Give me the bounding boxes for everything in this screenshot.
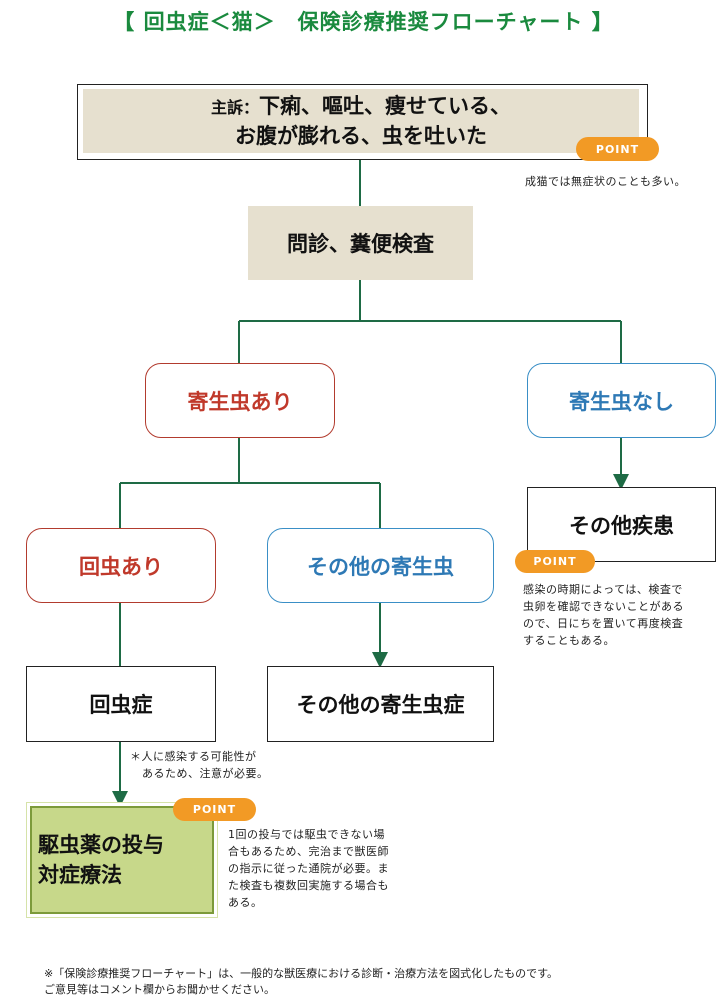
note-human-line-1: ＊人に感染する可能性が xyxy=(130,750,257,763)
exam-box: 問診、糞便検査 xyxy=(248,206,473,280)
treatment-box: 駆虫薬の投与 対症療法 xyxy=(27,803,217,917)
point-badge-complaint: POINT xyxy=(576,137,659,161)
note-treatment-line-5: ある。 xyxy=(228,896,263,909)
treatment-line-1: 駆虫薬の投与 xyxy=(38,833,164,857)
footer-line-2: ご意見等はコメント欄からお聞かせください。 xyxy=(44,983,275,996)
point-badge-treatment: POINT xyxy=(173,798,256,821)
other-parasite-disease-box: その他の寄生虫症 xyxy=(267,666,494,742)
note-other-disease-line-3: ので、日にちを置いて再度検査 xyxy=(523,617,684,630)
note-treatment-line-2: 合もあるため、完治まで獣医師 xyxy=(228,845,389,858)
note-human-infection: ＊人に感染する可能性が あるため、注意が必要。 xyxy=(130,748,330,782)
roundworm-yes-box: 回虫あり xyxy=(26,528,216,603)
note-treatment-line-3: の指示に従った通院が必要。ま xyxy=(228,862,389,875)
note-treatment-line-1: 1回の投与では駆虫できない場 xyxy=(228,828,385,841)
page-title: 【 回虫症＜猫＞ 保険診療推奨フローチャート 】 xyxy=(113,10,614,34)
note-complaint: 成猫では無症状のことも多い。 xyxy=(525,175,686,188)
note-other-disease-line-2: 虫卵を確認できないことがある xyxy=(523,600,684,613)
note-other-disease-line-1: 感染の時期によっては、検査で xyxy=(523,583,683,596)
treatment-line-2: 対症療法 xyxy=(38,863,122,887)
complaint-label: 主訴： xyxy=(210,98,259,117)
footer-line-1: ※「保険診療推奨フローチャート」は、一般的な獣医療における診断・治療方法を図式化… xyxy=(44,967,559,980)
complaint-line-1: 下痢、嘔吐、痩せている、 xyxy=(259,94,511,118)
other-parasite-box: その他の寄生虫 xyxy=(267,528,494,603)
note-other-disease: 感染の時期によっては、検査で 虫卵を確認できないことがある ので、日にちを置いて… xyxy=(523,581,723,649)
roundworm-disease-box: 回虫症 xyxy=(26,666,216,742)
complaint-line-2: お腹が膨れる、虫を吐いた xyxy=(235,124,487,148)
note-other-disease-line-4: することもある。 xyxy=(523,634,615,647)
point-badge-other-disease: POINT xyxy=(515,550,595,573)
parasite-no-box: 寄生虫なし xyxy=(527,363,716,438)
footer-note: ※「保険診療推奨フローチャート」は、一般的な獣医療における診断・治療方法を図式化… xyxy=(44,966,714,998)
note-human-line-2: あるため、注意が必要。 xyxy=(142,767,269,780)
parasite-yes-box: 寄生虫あり xyxy=(145,363,335,438)
note-treatment-line-4: た検査も複数回実施する場合も xyxy=(228,879,389,892)
note-treatment: 1回の投与では駆虫できない場 合もあるため、完治まで獣医師 の指示に従った通院が… xyxy=(228,826,428,911)
other-disease-box: その他疾患 xyxy=(527,487,716,562)
complaint-content: 主訴：下痢、嘔吐、痩せている、 お腹が膨れる、虫を吐いた xyxy=(83,89,639,153)
